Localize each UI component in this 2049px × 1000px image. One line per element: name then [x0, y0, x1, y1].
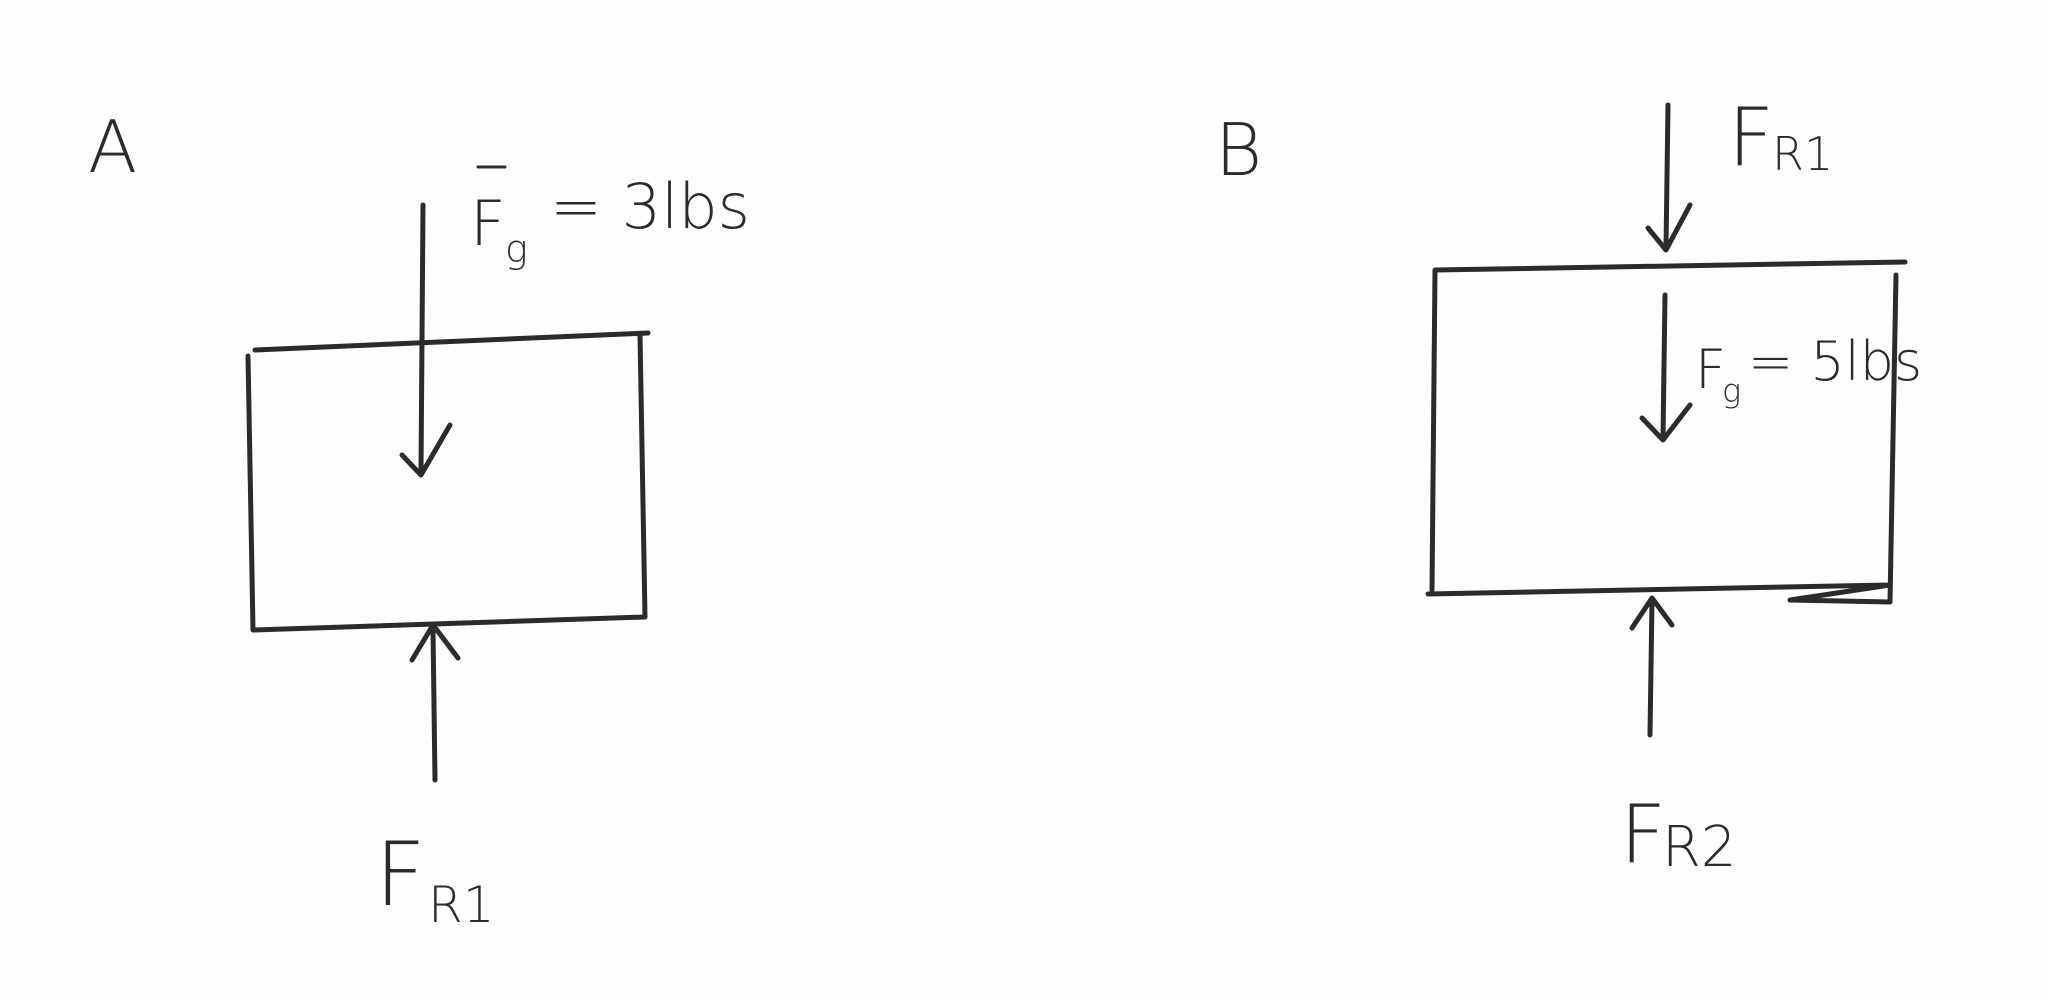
- panel-b-top-symbol: F: [1728, 91, 1774, 184]
- panel-a-gravity-arrow: [399, 202, 453, 478]
- panel-b-gravity-symbol: F: [1695, 338, 1726, 401]
- panel-a-support-subscript: R1: [428, 876, 495, 934]
- panel-a-gravity-label: F g = 3lbs: [470, 165, 750, 271]
- panel-b-top-arrow: [1645, 102, 1693, 253]
- panel-a-label: A: [88, 105, 137, 189]
- panel-a-gravity-value: = 3lbs: [550, 170, 750, 243]
- panel-b-top-label: F R1: [1728, 91, 1833, 184]
- panel-b: B F R1 F g = 5lbs F R2: [1215, 91, 1922, 881]
- panel-a-support-arrow: [409, 622, 461, 783]
- panel-a-gravity-subscript: g: [505, 227, 528, 271]
- panel-b-label: B: [1215, 108, 1262, 192]
- panel-b-box: [1425, 259, 1908, 605]
- panel-b-support-label: F R2: [1620, 788, 1737, 881]
- panel-b-gravity-arrow: [1639, 292, 1693, 443]
- panel-a-gravity-symbol: F: [470, 187, 506, 260]
- panel-b-support-subscript: R2: [1662, 815, 1737, 880]
- panel-b-support-arrow: [1629, 595, 1675, 738]
- panel-b-support-symbol: F: [1620, 788, 1666, 881]
- panel-b-top-subscript: R1: [1772, 127, 1833, 181]
- panel-a: A F g = 3lbs F R1: [88, 105, 750, 934]
- panel-b-gravity-subscript: g: [1722, 372, 1741, 410]
- panel-a-support-symbol: F: [375, 823, 426, 926]
- panel-a-support-label: F R1: [375, 823, 495, 934]
- panel-a-box: [245, 330, 651, 633]
- panel-b-gravity-label: F g = 5lbs: [1695, 330, 1922, 410]
- panel-b-gravity-value: = 5lbs: [1748, 330, 1922, 393]
